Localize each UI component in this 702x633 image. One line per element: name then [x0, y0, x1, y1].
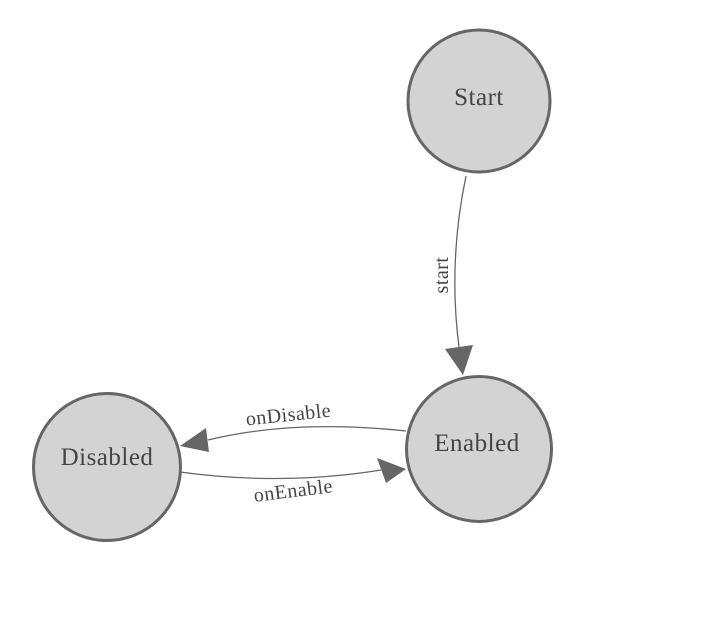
edge-start-to-enabled [454, 175, 467, 348]
edge-label-start: start [431, 257, 453, 294]
edge-enabled-to-disabled [207, 426, 407, 441]
state-node-disabled [32, 392, 182, 542]
arrowhead-into-enabled-from-disabled [377, 458, 406, 483]
state-node-enabled-label: Enabled [434, 430, 519, 457]
edge-label-onenable: onEnable [252, 475, 334, 507]
state-node-disabled-label: Disabled [61, 444, 154, 471]
state-node-start-label: Start [454, 84, 504, 111]
edge-disabled-to-enabled [179, 469, 382, 480]
arrowhead-into-enabled-from-start [445, 345, 473, 375]
state-node-enabled [405, 375, 553, 523]
state-node-start [406, 28, 552, 174]
edge-label-ondisable: onDisable [245, 400, 332, 431]
arrowhead-into-disabled [180, 428, 209, 452]
